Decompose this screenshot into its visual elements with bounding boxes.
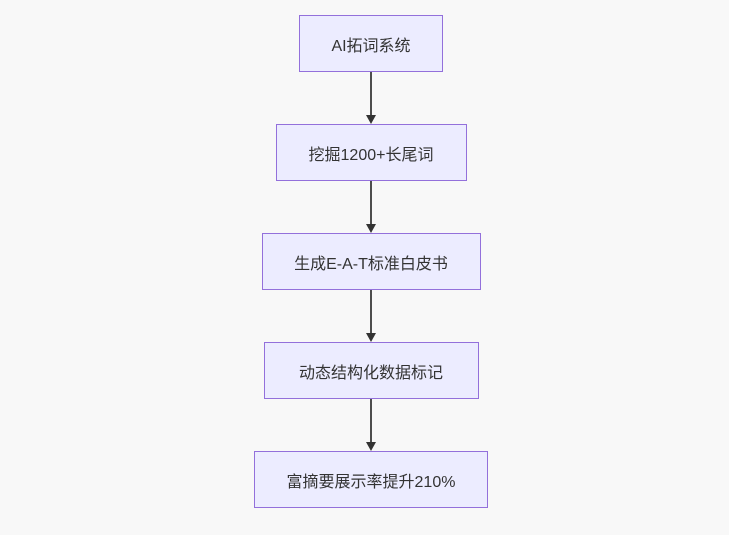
- flow-arrow: [366, 290, 376, 342]
- flow-node-label: 挖掘1200+长尾词: [308, 146, 434, 164]
- flow-node-structured-data: 动态结构化数据标记: [263, 342, 479, 399]
- flow-node-ai-system: AI拓词系统: [299, 15, 443, 72]
- flow-arrow: [366, 72, 376, 124]
- arrow-stem: [370, 399, 372, 443]
- flow-arrow: [366, 181, 376, 233]
- flow-node-eat-whitepaper: 生成E-A-T标准白皮书: [261, 233, 481, 290]
- flowchart: AI拓词系统 挖掘1200+长尾词 生成E-A-T标准白皮书 动态结构化数据标记: [254, 15, 488, 508]
- flow-node-rich-snippet-result: 富摘要展示率提升210%: [254, 451, 488, 508]
- flow-node-longtail-keywords: 挖掘1200+长尾词: [275, 124, 467, 181]
- flow-arrow: [366, 399, 376, 451]
- flow-node-label: 动态结构化数据标记: [298, 364, 443, 382]
- arrow-stem: [370, 290, 372, 334]
- arrow-stem: [370, 72, 372, 116]
- arrow-stem: [370, 181, 372, 225]
- arrowhead-down-icon: [366, 333, 376, 342]
- flow-node-label: AI拓词系统: [331, 37, 411, 55]
- flow-node-label: 生成E-A-T标准白皮书: [294, 255, 448, 273]
- arrowhead-down-icon: [366, 442, 376, 451]
- arrowhead-down-icon: [366, 224, 376, 233]
- flow-node-label: 富摘要展示率提升210%: [286, 473, 456, 491]
- arrowhead-down-icon: [366, 115, 376, 124]
